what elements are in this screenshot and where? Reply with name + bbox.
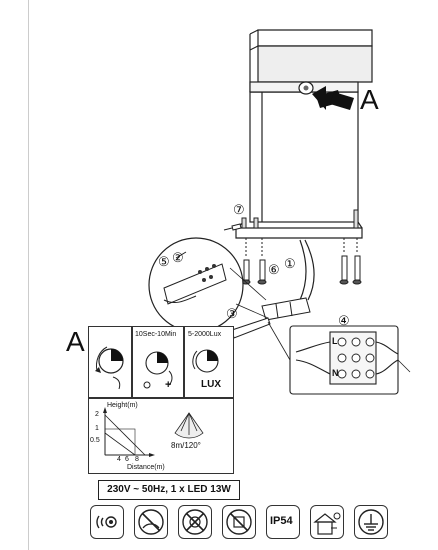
y-tick-2: 2 (95, 411, 99, 418)
callout-label-panel: A (66, 326, 85, 357)
magnified-detail (148, 237, 269, 333)
terminal-block (261, 297, 311, 321)
detection-fan-icon (174, 412, 204, 439)
live-label: L (332, 336, 338, 346)
step-7-callout: ⑦ (233, 202, 245, 217)
ip54-icon: IP54 (266, 505, 300, 539)
wiring-detail (267, 321, 411, 395)
no-covering-icon (178, 505, 212, 539)
step-4-callout: ④ (338, 313, 350, 328)
detection-range-panel: Height(m) 2 1 0.5 4 6 8 Distance(m) 8m/1… (88, 398, 234, 474)
x-tick-8: 8 (135, 456, 139, 463)
lux-range-label: 5-2000Lux (188, 331, 222, 338)
angle-knob-icon (95, 346, 124, 390)
lux-knob-icon (192, 349, 219, 373)
pir-sensor (298, 81, 314, 95)
adjust-panel-time: 10Sec-10Min + (132, 326, 184, 398)
no-dimmer-icon (134, 505, 168, 539)
neutral-label: N (332, 368, 339, 378)
screwdriver (223, 223, 242, 231)
x-tick-4: 4 (117, 456, 121, 463)
step-6-callout: ⑥ (268, 262, 280, 277)
outdoor-house-light-icon (310, 505, 344, 539)
page-edge-line (28, 0, 29, 550)
time-plus-sign: + (165, 379, 172, 391)
step-2-callout: ② (172, 250, 184, 265)
distance-axis-label: Distance(m) (127, 464, 165, 471)
detection-chart (103, 407, 204, 457)
no-cleaning-icon (222, 505, 256, 539)
adjust-panel-lux: 5-2000Lux LUX (184, 326, 234, 398)
ip-rating-text: IP54 (270, 515, 293, 527)
lamp-head (249, 29, 373, 92)
x-tick-6: 6 (125, 456, 129, 463)
step-5-callout: ⑤ (158, 254, 170, 269)
height-axis-label: Height(m) (107, 402, 138, 409)
lux-label: LUX (201, 379, 221, 390)
motion-sensor-icon (90, 505, 124, 539)
adjust-panel-angle (88, 326, 132, 398)
y-tick-1: 1 (95, 425, 99, 432)
base-screws (241, 209, 359, 229)
callout-label-top: A (360, 84, 379, 115)
time-knob-icon (143, 351, 173, 389)
wire-lead (231, 317, 271, 339)
step-1-callout: ① (284, 256, 296, 271)
time-range-label: 10Sec-10Min (135, 331, 177, 338)
range-label: 8m/120° (171, 441, 201, 450)
supply-cable (299, 239, 315, 301)
earth-ground-icon (354, 505, 388, 539)
step-3-callout: ③ (226, 306, 238, 321)
y-tick-05: 0.5 (90, 437, 100, 444)
pointer-arrow (312, 86, 354, 110)
electrical-spec: 230V ~ 50Hz, 1 x LED 13W (98, 480, 240, 500)
